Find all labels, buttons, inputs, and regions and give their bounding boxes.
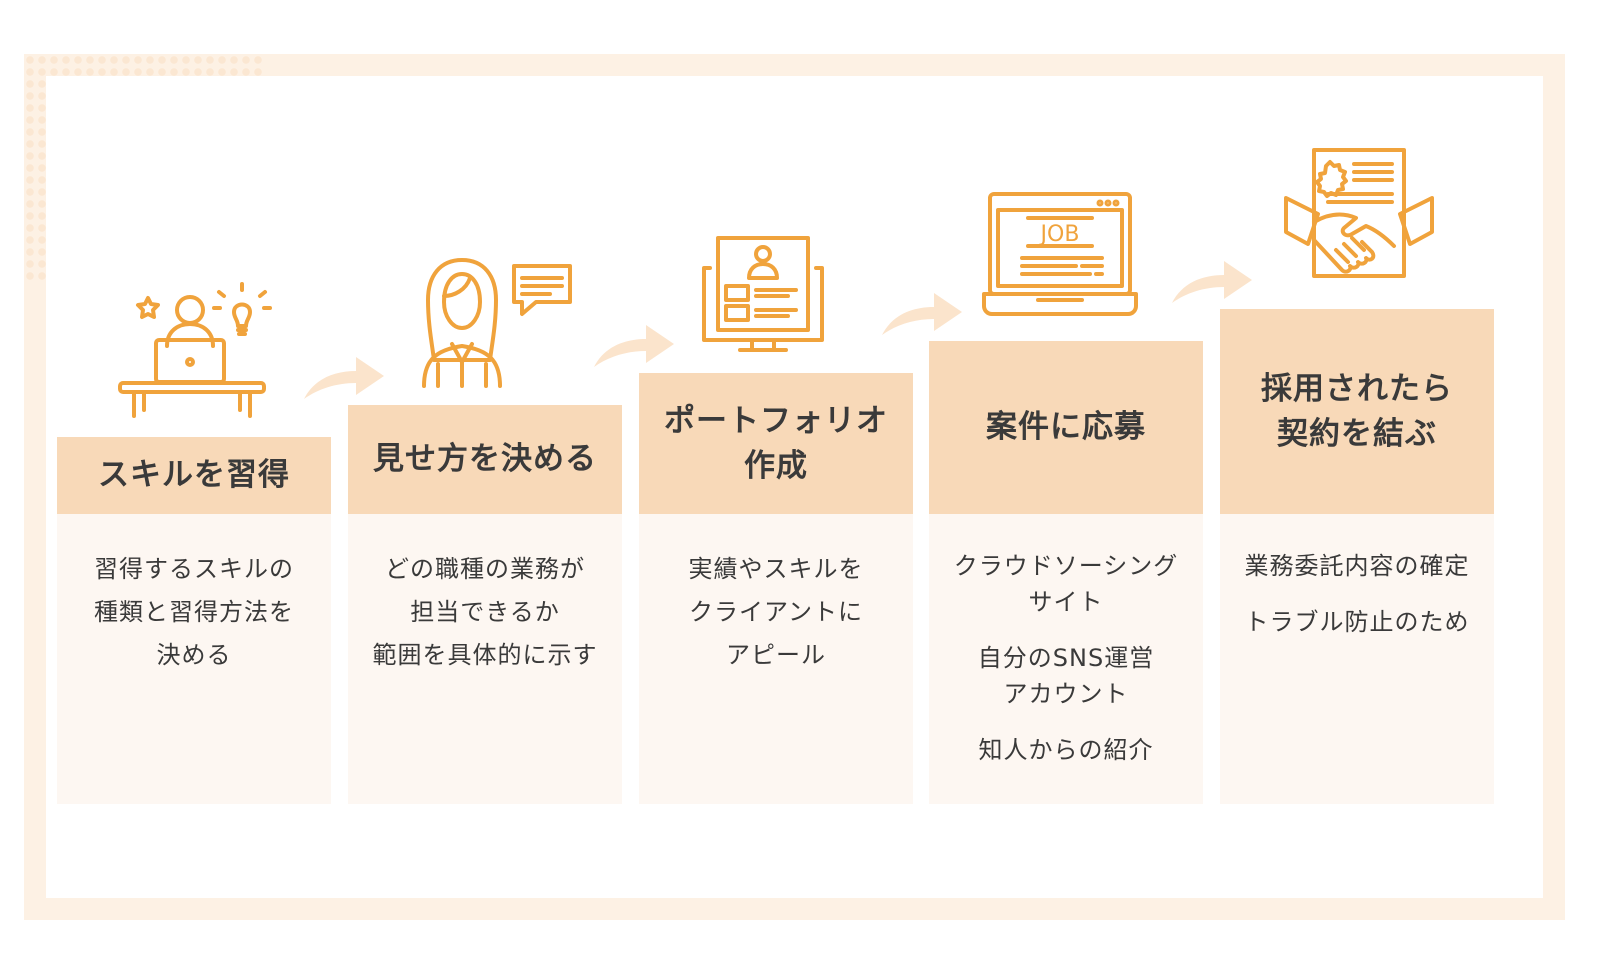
step-4-group-1-line-2: サイト xyxy=(1028,588,1104,616)
step-1-line-1: 習得するスキルの xyxy=(94,555,294,583)
step-5: 採用されたら 契約を結ぶ 業務委託内容の確定 トラブル防止のため xyxy=(1220,0,1494,823)
laptop-learning-icon xyxy=(118,282,272,418)
step-5-title-line-1: 採用されたら xyxy=(1261,370,1453,407)
arrow-icon xyxy=(882,293,962,335)
step-3-title-line-1: ポートフォリオ xyxy=(664,402,888,439)
step-5-title-line-2: 契約を結ぶ xyxy=(1277,415,1437,452)
step-1-line-3: 決める xyxy=(156,641,232,669)
step-5-group-2-line-1: トラブル防止のため xyxy=(1244,608,1470,636)
step-4-group-1: クラウドソーシング サイト xyxy=(929,548,1203,620)
step-3-title-line-2: 作成 xyxy=(744,447,808,484)
step-5-header: 採用されたら 契約を結ぶ xyxy=(1220,309,1494,514)
step-3: ポートフォリオ 作成 実績やスキルを クライアントに アピール xyxy=(639,0,913,823)
step-4-group-1-line-1: クラウドソーシング xyxy=(953,552,1179,580)
step-2-body: どの職種の業務が 担当できるか 範囲を具体的に示す xyxy=(348,514,622,804)
step-2-header: 見せ方を決める xyxy=(348,405,622,514)
step-3-header: ポートフォリオ 作成 xyxy=(639,373,913,514)
step-4-body: クラウドソーシング サイト 自分のSNS運営 アカウント 知人からの紹介 xyxy=(929,514,1203,804)
step-1-body: 習得するスキルの 種類と習得方法を 決める xyxy=(57,514,331,804)
arrow-icon xyxy=(594,325,674,367)
step-4-group-2-line-1: 自分のSNS運営 xyxy=(977,644,1155,672)
step-1: スキルを習得 習得するスキルの 種類と習得方法を 決める xyxy=(57,0,331,823)
step-4-group-3: 知人からの紹介 xyxy=(929,732,1203,768)
step-3-line-3: アピール xyxy=(726,641,826,669)
step-1-header: スキルを習得 xyxy=(57,437,331,514)
arrow-icon xyxy=(304,357,384,399)
businesswoman-speech-icon xyxy=(422,258,572,388)
step-2-line-3: 範囲を具体的に示す xyxy=(372,641,598,669)
step-1-title: スキルを習得 xyxy=(98,457,290,494)
step-3-line-2: クライアントに xyxy=(688,598,864,626)
step-3-body: 実績やスキルを クライアントに アピール xyxy=(639,514,913,804)
step-4-group-2-line-2: アカウント xyxy=(1003,680,1129,708)
step-2-line-2: 担当できるか xyxy=(410,598,560,626)
contract-handshake-icon xyxy=(1284,148,1434,278)
step-5-body: 業務委託内容の確定 トラブル防止のため xyxy=(1220,514,1494,804)
step-2-title: 見せ方を決める xyxy=(373,441,597,478)
step-4-group-3-line-1: 知人からの紹介 xyxy=(978,736,1154,764)
step-4-title: 案件に応募 xyxy=(986,409,1146,446)
step-4: 案件に応募 クラウドソーシング サイト 自分のSNS運営 アカウント 知人からの… xyxy=(929,0,1203,823)
step-3-line-1: 実績やスキルを xyxy=(688,555,864,583)
step-5-group-2: トラブル防止のため xyxy=(1220,604,1494,640)
job-laptop-icon: JOB xyxy=(982,192,1138,316)
step-2-line-1: どの職種の業務が xyxy=(385,555,585,583)
step-2: 見せ方を決める どの職種の業務が 担当できるか 範囲を具体的に示す xyxy=(348,0,622,823)
portfolio-monitor-icon xyxy=(702,236,824,352)
step-1-line-2: 種類と習得方法を xyxy=(94,598,294,626)
step-4-header: 案件に応募 xyxy=(929,341,1203,514)
step-5-group-1-line-1: 業務委託内容の確定 xyxy=(1244,552,1470,580)
svg-text:JOB: JOB xyxy=(1039,222,1080,247)
step-5-group-1: 業務委託内容の確定 xyxy=(1220,548,1494,584)
step-4-group-2: 自分のSNS運営 アカウント xyxy=(929,640,1203,712)
arrow-icon xyxy=(1172,261,1252,303)
